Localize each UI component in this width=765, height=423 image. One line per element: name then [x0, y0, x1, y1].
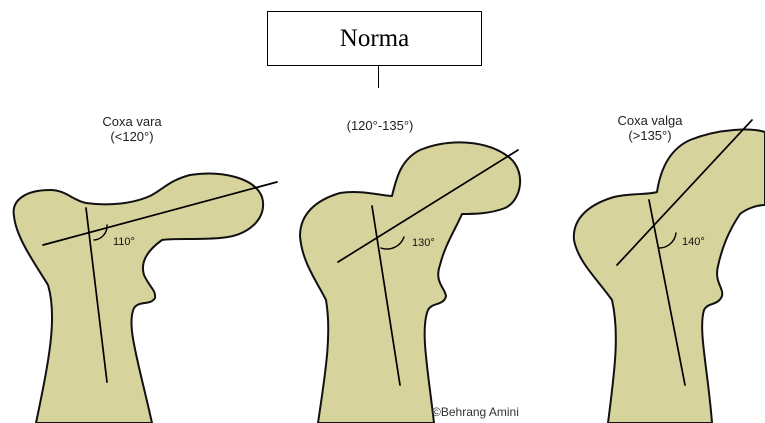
coxa-valga-angle-label: 140° [682, 236, 705, 248]
coxa-valga-bone [574, 130, 765, 423]
normal-bone [300, 142, 520, 423]
coxa-vara-angle-label: 110° [113, 236, 135, 248]
coxa-vara-femur: 110° [14, 174, 277, 423]
image-credit: ©Behrang Amini [432, 405, 519, 419]
coxa-vara-bone [14, 174, 264, 423]
coxa-valga-femur: 140° [574, 120, 765, 423]
normal-femur: 130° [300, 142, 520, 423]
normal-angle-label: 130° [412, 237, 435, 249]
